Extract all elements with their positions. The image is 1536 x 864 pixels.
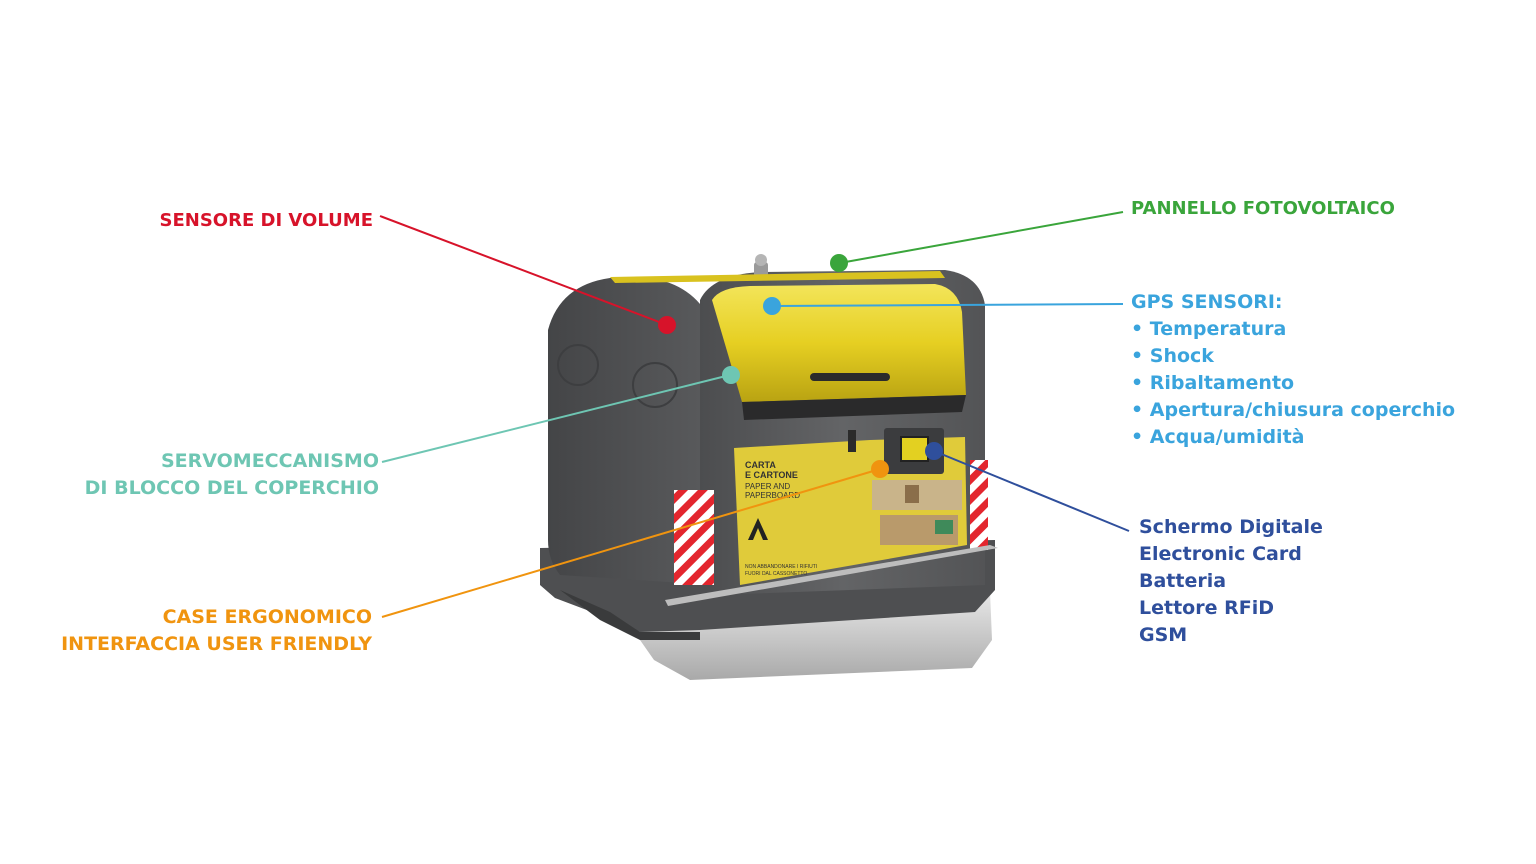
bin-yellow-lid: [712, 284, 966, 402]
label-line: Batteria: [1139, 570, 1227, 592]
side-emboss: [557, 344, 599, 386]
sticker-footer-line-1: NON ABBANDONARE I RIFIUTI: [745, 564, 817, 570]
callout-dot-screen: [925, 442, 943, 460]
leader-line-case: [381, 468, 881, 618]
label-sensore-di-volume: SENSORE DI VOLUME: [160, 207, 374, 234]
callout-dot-gps: [763, 297, 781, 315]
reflective-stripe-left: [674, 490, 714, 585]
bumper-bar: [665, 545, 998, 606]
sticker-photo-collage: [872, 480, 962, 545]
leader-line-volume: [379, 215, 668, 326]
label-servomeccanismo: SERVOMECCANISMO DI BLOCCO DEL COPERCHIO: [85, 448, 379, 502]
sticker-title-line-1: CARTA: [745, 460, 776, 470]
label-line: SENSORE DI VOLUME: [159, 210, 374, 231]
label-line: CASE ERGONOMICO: [162, 606, 372, 628]
label-line: • Acqua/umidità: [1131, 426, 1305, 448]
label-line: PANNELLO FOTOVOLTAICO: [1131, 198, 1395, 219]
callout-dot-servo: [722, 366, 740, 384]
leader-line-servo: [381, 374, 731, 463]
sticker-logo: [748, 518, 768, 540]
reflective-stripe-right: [970, 460, 988, 550]
label-gps-sensori: GPS SENSORI: • Temperatura • Shock • Rib…: [1131, 289, 1455, 451]
leader-line-solar: [839, 211, 1124, 264]
label-line: • Ribaltamento: [1131, 372, 1295, 394]
lid-handle: [810, 373, 890, 381]
callout-dot-case: [871, 460, 889, 478]
label-line: INTERFACCIA USER FRIENDLY: [61, 633, 372, 655]
callout-dot-solar: [830, 254, 848, 272]
label-line: GPS SENSORI:: [1131, 291, 1283, 313]
leader-lines: [379, 211, 1130, 618]
label-line: Schermo Digitale: [1139, 516, 1323, 538]
callout-dot-volume: [658, 316, 676, 334]
label-line: GSM: [1139, 624, 1188, 646]
leader-line-screen: [933, 450, 1130, 532]
label-case-ergonomico: CASE ERGONOMICO INTERFACCIA USER FRIENDL…: [61, 604, 372, 658]
bin-side-panel: [548, 278, 715, 585]
label-pannello-fotovoltaico: PANNELLO FOTOVOLTAICO: [1131, 195, 1395, 222]
label-line: SERVOMECCANISMO: [160, 450, 379, 472]
solar-panel-strip: [610, 271, 945, 283]
sticker-title-line-2: E CARTONE: [745, 470, 798, 480]
side-emboss: [632, 362, 678, 408]
label-line: Electronic Card: [1139, 543, 1302, 565]
callout-dots: [658, 254, 943, 478]
lid-opening-shadow: [742, 395, 966, 420]
sticker-subtitle-line-2: PAPERBOARD: [745, 491, 800, 500]
label-line: • Apertura/chiusura coperchio: [1131, 399, 1456, 421]
top-knob-cap: [755, 254, 767, 266]
label-line: Lettore RFiD: [1139, 597, 1274, 619]
bin-platform-shadow: [560, 590, 700, 640]
label-line: • Shock: [1131, 345, 1214, 367]
label-line: DI BLOCCO DEL COPERCHIO: [84, 477, 379, 499]
label-schermo-digitale: Schermo Digitale Electronic Card Batteri…: [1139, 514, 1323, 649]
leader-line-gps: [771, 303, 1124, 307]
sticker-footer-line-2: FUORI DAL CASSONETTO: [745, 571, 807, 577]
digital-screen: [900, 436, 929, 462]
waste-bin-illustration: CARTA E CARTONE PAPER AND PAPERBOARD NON…: [540, 254, 998, 680]
sticker-subtitle-line-1: PAPER AND: [745, 482, 790, 491]
label-line: • Temperatura: [1131, 318, 1287, 340]
card-slot: [848, 430, 856, 452]
